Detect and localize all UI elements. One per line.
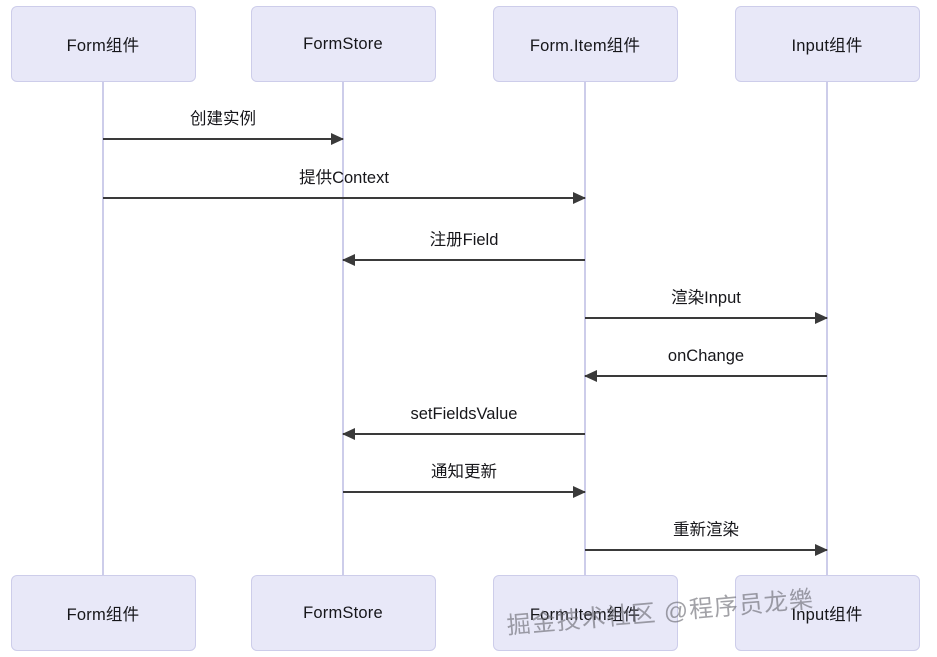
participant-label: Form组件 [66, 37, 140, 55]
participant-label: FormStore [303, 34, 383, 53]
message-label: 通知更新 [431, 463, 497, 481]
message-line [343, 259, 585, 261]
message-line [585, 317, 827, 319]
participant-label: Form.Item组件 [529, 37, 641, 55]
message-line [585, 549, 827, 551]
lifeline-input [826, 80, 828, 575]
message-label: 提供Context [299, 169, 389, 187]
participant-label: Input组件 [791, 606, 863, 624]
message-label: 重新渲染 [673, 521, 739, 539]
participant-label: Input组件 [791, 37, 863, 55]
message-line [103, 197, 585, 199]
arrowhead-left-icon [584, 370, 597, 382]
participant-bottom-formitem[interactable]: Form.Item组件 [492, 575, 678, 651]
participant-top-formitem[interactable]: Form.Item组件 [492, 6, 678, 82]
arrowhead-left-icon [342, 254, 355, 266]
message-line [343, 433, 585, 435]
message-label: onChange [667, 347, 745, 365]
arrowhead-right-icon [573, 486, 586, 498]
arrowhead-left-icon [342, 428, 355, 440]
participant-label: FormStore [303, 603, 383, 622]
arrowhead-right-icon [815, 312, 828, 324]
message-label: setFieldsValue [410, 405, 518, 423]
arrowhead-right-icon [573, 192, 586, 204]
arrowhead-right-icon [331, 133, 344, 145]
lifeline-formstore [342, 80, 344, 575]
arrowhead-right-icon [815, 544, 828, 556]
participant-label: Form组件 [66, 606, 140, 624]
participant-bottom-formstore[interactable]: FormStore [250, 575, 436, 651]
message-label: 创建实例 [190, 110, 256, 128]
message-line [585, 375, 827, 377]
participant-top-formstore[interactable]: FormStore [250, 6, 436, 82]
participant-label: Form.Item组件 [529, 606, 641, 624]
message-label: 渲染Input [671, 289, 741, 307]
participant-bottom-input[interactable]: Input组件 [734, 575, 920, 651]
lifeline-formitem [584, 80, 586, 575]
message-line [103, 138, 343, 140]
participant-top-form[interactable]: Form组件 [10, 6, 196, 82]
message-line [343, 491, 585, 493]
participant-bottom-form[interactable]: Form组件 [10, 575, 196, 651]
participant-top-input[interactable]: Input组件 [734, 6, 920, 82]
lifeline-form [102, 80, 104, 575]
message-label: 注册Field [429, 231, 499, 249]
